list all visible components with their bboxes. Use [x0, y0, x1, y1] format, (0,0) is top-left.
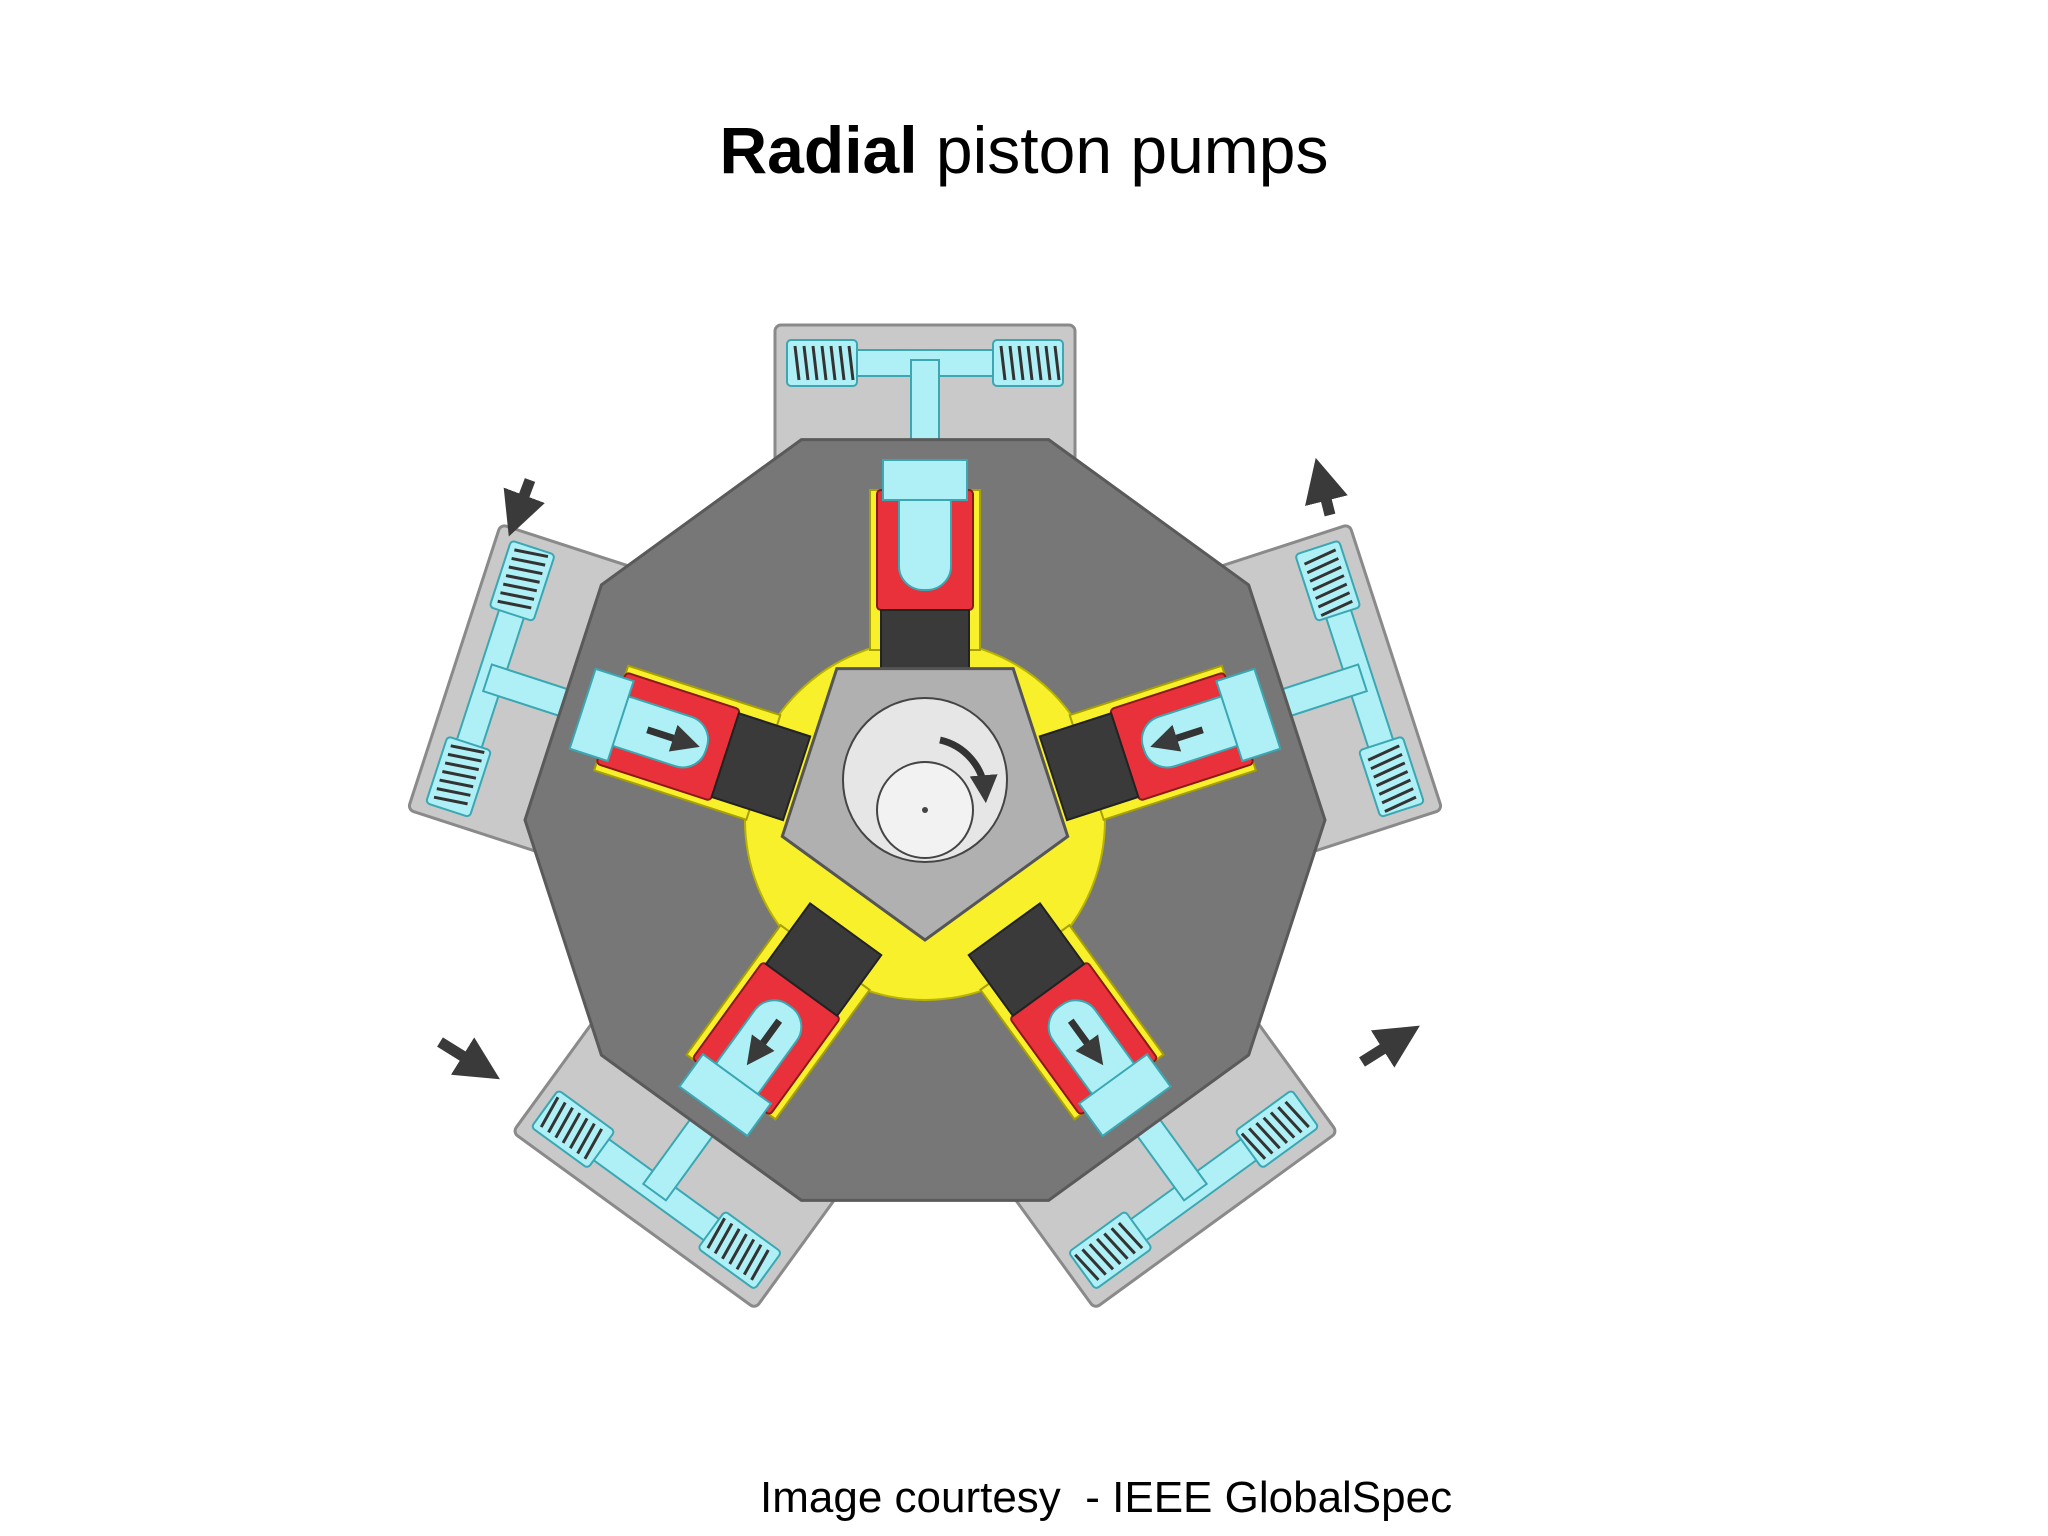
spring-icon — [1367, 744, 1417, 813]
arrow-icon — [503, 478, 545, 537]
spring-chamber-inlet-5 — [425, 736, 492, 818]
spring-icon — [433, 744, 485, 806]
port-fitting — [678, 1052, 773, 1138]
title-rest: piston pumps — [917, 113, 1329, 187]
title-bold: Radial — [719, 113, 918, 187]
shaft-center — [922, 807, 928, 813]
spring-icon — [706, 1217, 770, 1281]
piston-rod — [764, 901, 883, 1018]
valve-block-3 — [998, 999, 1337, 1308]
arrow-icon — [437, 1037, 500, 1080]
piston-rod — [1038, 711, 1140, 822]
piston-rod — [710, 711, 812, 822]
port-fitting — [1077, 1052, 1172, 1138]
valve-block-4 — [513, 999, 852, 1308]
cylinder-5 — [568, 664, 812, 822]
arrow-icon — [1150, 724, 1204, 752]
arrow-icon — [1359, 1025, 1420, 1068]
spring-icon — [999, 345, 1061, 381]
slide-title: Radial piston pumps — [0, 110, 2048, 190]
piston-rod — [967, 901, 1086, 1018]
spring-icon — [1074, 1221, 1144, 1281]
spring-chamber-outlet-5 — [489, 540, 555, 622]
cylinder-2 — [1038, 664, 1282, 822]
cylinder-3 — [967, 901, 1172, 1138]
image-credit: Image courtesy - IEEE GlobalSpec — [760, 1473, 1453, 1522]
spring-icon — [539, 1096, 603, 1160]
spring-chamber-inlet-4 — [698, 1211, 781, 1289]
port-fitting — [568, 667, 635, 763]
valve-block-1 — [773, 323, 1077, 492]
spring-chamber-outlet-4 — [531, 1090, 615, 1168]
spring-icon — [1240, 1100, 1310, 1160]
rotation-arrow-icon — [939, 736, 998, 804]
arrow-icon — [746, 1018, 783, 1066]
port-fitting — [1215, 667, 1282, 763]
arrow-icon — [646, 724, 700, 752]
flow-arrows — [437, 457, 1420, 1080]
arrow-icon — [1067, 1018, 1104, 1066]
port-fitting — [882, 459, 968, 501]
cylinder-1 — [869, 459, 981, 686]
spring-icon — [1303, 548, 1353, 617]
cylinder-4 — [678, 901, 883, 1138]
spring-icon — [497, 548, 549, 610]
arrow-icon — [1305, 457, 1348, 517]
spring-icon — [793, 345, 855, 381]
